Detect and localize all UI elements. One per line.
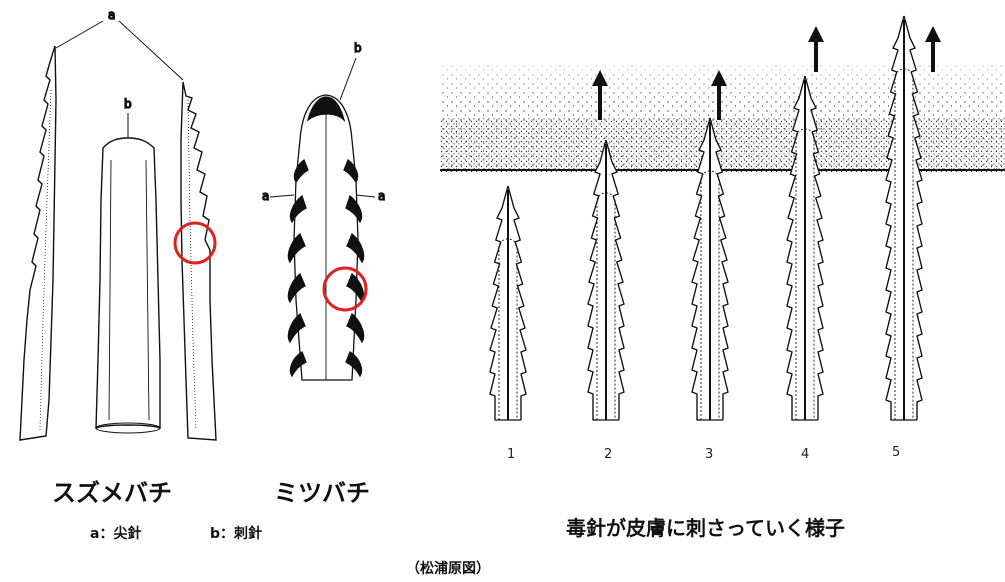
stinger-stage-1 bbox=[490, 186, 526, 420]
stage-number-3: 3 bbox=[705, 447, 713, 462]
hornet-label-a: a bbox=[108, 8, 115, 22]
stage-number-5: 5 bbox=[892, 445, 900, 460]
stage-number-1: 1 bbox=[507, 447, 515, 462]
caption-hornet: スズメバチ bbox=[52, 473, 172, 508]
caption-sequence-title: 毒針が皮膚に刺さっていく様子 bbox=[566, 512, 845, 541]
hornet-lancet-left bbox=[20, 46, 56, 440]
hornet-barb-highlight bbox=[175, 223, 215, 263]
legend-lancet: a：尖針 bbox=[90, 523, 141, 543]
hornet-stylet bbox=[96, 138, 160, 433]
honeybee-label-b: b bbox=[354, 41, 362, 55]
stinger-stage-2 bbox=[588, 140, 624, 420]
stage-number-2: 2 bbox=[604, 447, 612, 462]
hornet-label-b: b bbox=[124, 97, 132, 111]
caption-honeybee: ミツバチ bbox=[274, 473, 370, 508]
legend-stylet: b：刺針 bbox=[210, 523, 262, 543]
honeybee-stinger-drawing: b a a bbox=[262, 41, 385, 380]
stage-number-4: 4 bbox=[801, 447, 809, 462]
honeybee-label-a-right: a bbox=[378, 189, 385, 203]
figure-credit: （松浦原図） bbox=[406, 558, 490, 578]
honeybee-label-a-left: a bbox=[262, 189, 269, 203]
